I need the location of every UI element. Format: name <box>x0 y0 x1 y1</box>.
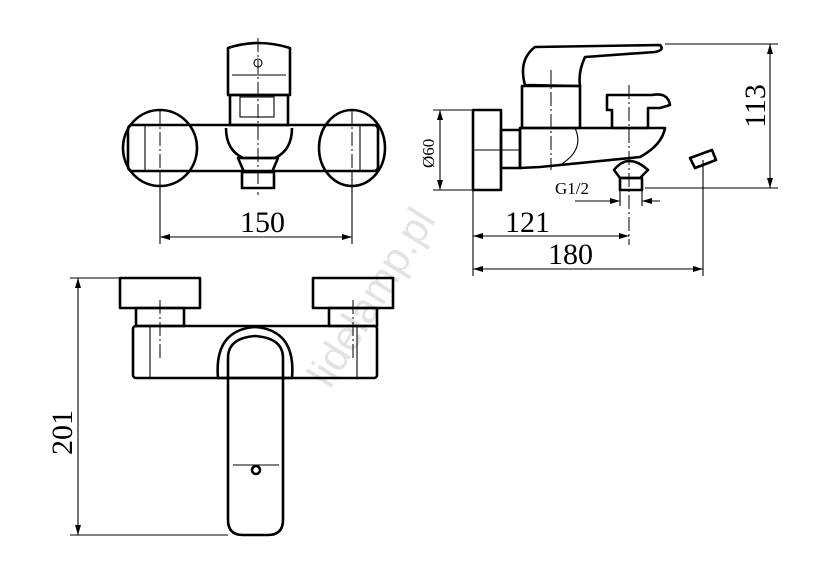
dimension-label-outlet-offset: 121 <box>505 206 550 239</box>
dimension-label-width: 150 <box>240 206 285 239</box>
dimension-label-length: 201 <box>46 410 79 455</box>
top-view: 201 <box>46 276 395 537</box>
watermark: lidelamp.pl <box>298 200 444 395</box>
front-view: 150 <box>121 38 387 244</box>
side-view: Ø60 113 G1/2 121 180 <box>419 43 778 276</box>
dimension-label-flange-diameter: Ø60 <box>419 139 438 168</box>
dimension-label-depth: 180 <box>548 238 593 271</box>
thread-label: G1/2 <box>555 179 589 198</box>
dimension-label-height: 113 <box>739 84 772 128</box>
